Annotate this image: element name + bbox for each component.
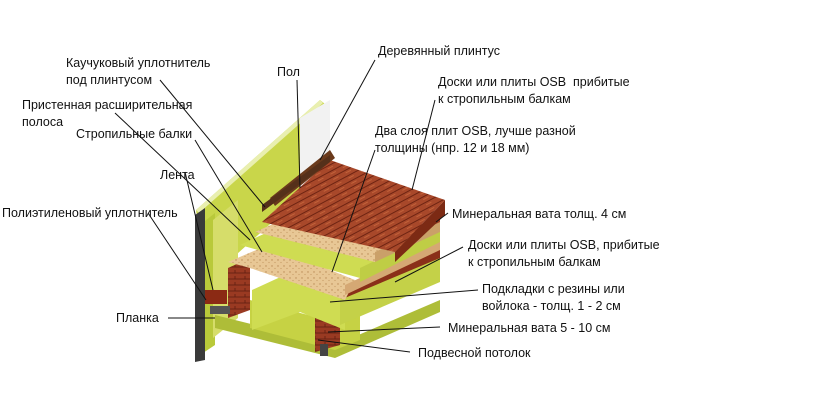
wall: [195, 100, 330, 362]
label-suspended-ceiling: Подвесной потолок: [418, 346, 531, 360]
wooden-baseboard: [262, 150, 335, 212]
label-mineral-wool-5-10: Минеральная вата 5 - 10 см: [448, 321, 611, 335]
label-wooden-baseboard: Деревянный плинтус: [378, 44, 501, 58]
leader-lines: [114, 59, 479, 353]
label-plank: Планка: [116, 311, 159, 325]
label-boards-osb-mid: Доски или плиты OSB, прибитые к стропиль…: [468, 238, 660, 269]
label-rubber-seal: Каучуковый уплотнитель под плинтусом: [66, 56, 211, 87]
wall-seal-details: [205, 290, 328, 356]
label-tape: Лента: [160, 168, 195, 182]
label-pads: Подкладки с резины или войлока - толщ. 1…: [482, 282, 625, 313]
label-polyethylene-seal: Полиэтиленовый уплотнитель: [2, 206, 178, 220]
wooden-floor: [262, 160, 445, 262]
label-rafter-beams: Стропильные балки: [76, 127, 193, 141]
label-two-layers-osb: Два слоя плит OSB, лучше разной толщины …: [375, 124, 576, 155]
label-mineral-wool-4: Минеральная вата толщ. 4 см: [452, 207, 627, 221]
label-wall-expansion-strip: Пристенная расширительная полоса: [22, 98, 193, 129]
label-floor: Пол: [277, 65, 300, 79]
label-boards-osb-top: Доски или плиты OSB прибитые к стропильн…: [438, 75, 630, 106]
